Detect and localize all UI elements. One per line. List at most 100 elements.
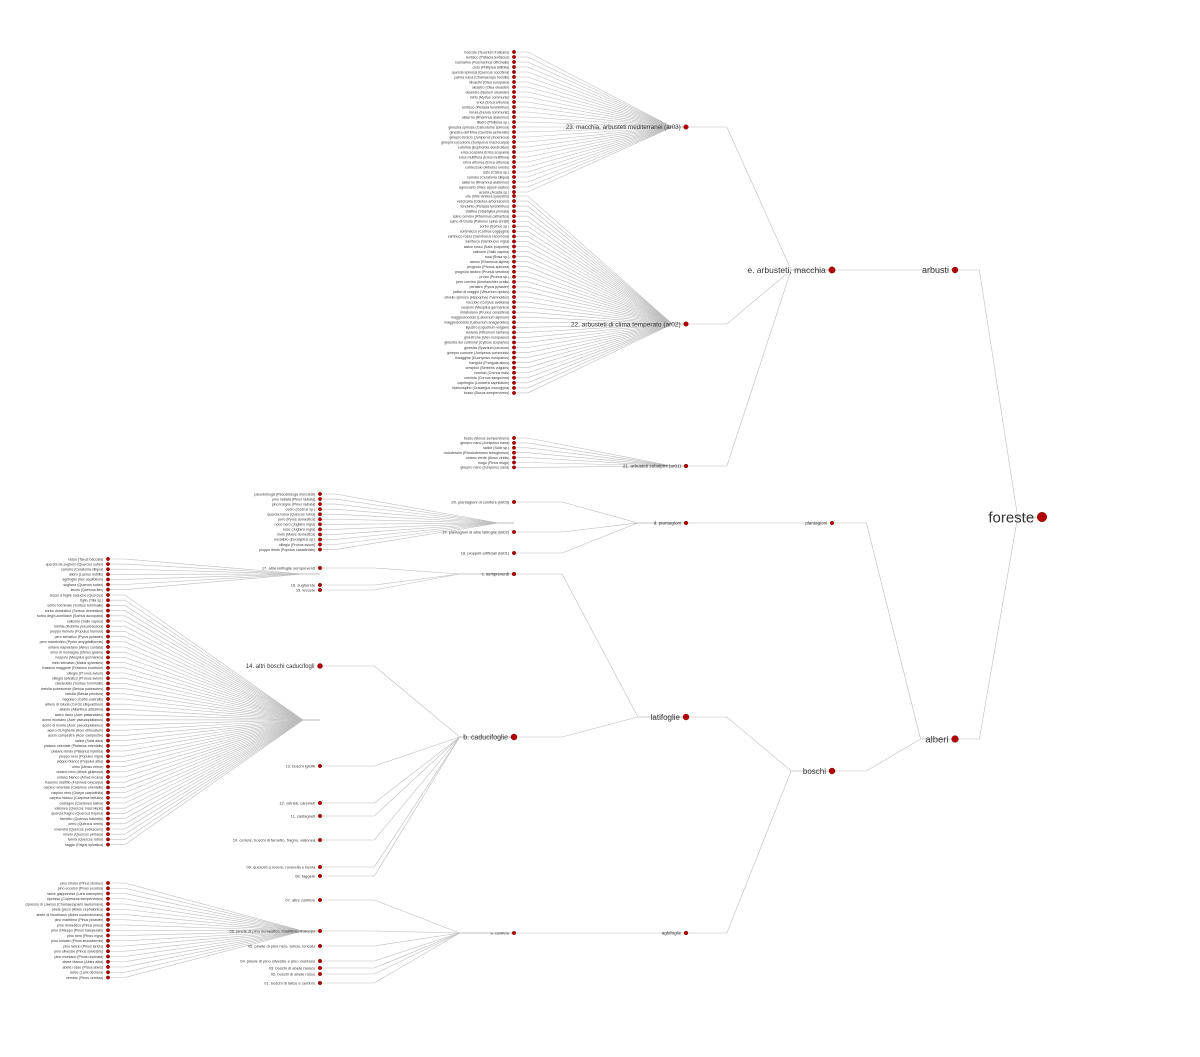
node-piantagioni-eucalipto-eucalyptus-sp [318,537,322,542]
node-aghifoglie [683,930,689,936]
node-temperato-frangola-frangula-alnus [512,360,516,365]
link-caducifoglie-1 [108,599,320,721]
node-conifere-cipresso-di-lawson-chamaecyparis-lawsoni [106,902,110,906]
label-temperato-prugnolo-prunus-spinosa: prugnolo (Prunus spinosa) [467,265,509,269]
node-caducifoglie-betulla-pubescente-betula-pubescens [106,686,110,691]
label-macchia-rosmarino-rosmarinus-officinalis: rosmarino (Rosmarinus officinalis) [455,60,509,64]
node-temperato-sommacco-cotinus-coggygria [512,229,516,234]
label-temperato-biancospino-crataegus-monogyna: biancospino (Crataegus monogyna) [452,386,509,390]
node-temperato-nespolo-mespilus-germanica [512,305,516,309]
link-conif-2 [320,932,514,947]
node-caducifoglie-betulla-betula-pendula [106,691,110,696]
link-arbusteti-subalpini [686,269,832,467]
label-sempreverdi-quercia-da-sughero-quercus-suber: quercia da sughero (Quercus suber) [46,562,104,566]
node-caducifoglie-robinia-robinia-pseudoacacia [106,624,110,629]
label-temperato-maggiociondolo-laburnum-anagyroides: maggiociondolo (Laburnum anagyroides) [444,321,509,325]
label-macchia-corbezzolo-arbutus-unedo: corbezzolo (Arbutus unedo) [465,165,509,169]
label-caducifoglie-castagno-castanea-sativa: castagno (Castanea sativa) [60,801,104,805]
link-arbusteti-temperato [686,269,832,325]
link-caducifoglie-9 [108,641,320,721]
node-macchia-corbezzolo-arbutus-unedo [512,165,516,169]
label-root: foreste [988,509,1034,526]
label-temperato-sambuco-rosso-sambucus-racemosa: sambuco rosso (Sambucus racemosa) [448,235,510,239]
node-macchia-rosmarino-rosmarinus-officinalis [512,60,516,64]
node-conifere-larice-larix-decidua [106,970,110,975]
node-macchia-carrubo-ceratonia-siliqua [512,175,516,179]
label-caducifoglie-pero-selvatico-pyrus-pyraster: pero selvatico (Pyrus pyraster) [55,635,104,639]
label-caducifoglie-albero-di-giuda-cercis-siliquastrum: albero di Giuda (Cercis siliquastrum) [45,702,103,706]
label-macchia-oleastro-olea-oleaster: oleastro (Olea oleaster) [472,85,510,89]
label-temperato-olivello-spinoso-hippophae-rhamnoides: olivello spinoso (Hippophae rhamnoides) [444,295,509,299]
node-subalpini-mugo-pinus-mugo [512,460,516,465]
link-temperato-3 [514,210,686,325]
label-caducifoglie-faggio-fagus-sylvatica: faggio (Fagus sylvatica) [65,843,103,847]
label-caducifoglie-carpino-bianco-carpinus-betulus: carpino bianco (Carpinus betulus) [50,796,104,800]
node-macchia-boscolo-teucrium-fruticans [512,50,516,54]
node-caducifoglie-carpino-nero-ostrya-carpinifolia [106,790,110,795]
node-conifere-pino-loricato-pinus-leucodermis [106,938,110,943]
node-caducifoglie-faggio-fagus-sylvatica [106,842,110,847]
node-temperato-crespino-berberis-vulgaris [512,365,516,370]
node-macchia-alaterno-rhamnus-alaternus [512,115,516,119]
link-temperato-9 [514,241,686,325]
node-l4-02-boschi-di-abete-rosso [318,972,323,977]
node-conifere-pino-nero-pinus-nigra [106,933,110,938]
node-l4-11-castagneti [318,814,323,819]
node-sempreverdi-quercia-da-sughero-quercus-suber [106,562,110,566]
node-caducifoglie-ontano-napoletano-alnus-cordata [106,645,110,649]
link-caducifoglie-39 [108,719,320,799]
node-conifere-larice-giapponese-larix-kaempferi [106,891,110,896]
node-conifere-pino-laricio-pinus-laricio [106,944,110,948]
node-caducifoglie-acero-campestre-acer-campestre [106,733,110,738]
node-conifere-abete-rosso-picea-abies [106,965,110,969]
label-caducifoglie-acero-d-ungheria-acer-obtusatum: acero d'Ungheria (Acer obtusatum) [47,728,103,732]
link-temperato-8 [514,236,686,325]
node-macchia-palma-nana-chamaerops-humilis [512,75,516,79]
label-piantagioni-melo-malus-domestica: melo (Malus domestica) [277,533,315,537]
label-macchia-boscolo-teucrium-fruticans: boscolo (Teucrium fruticans) [464,50,509,54]
node-conifere-abete-greco-abies-cephalonica [106,907,110,912]
label-caducifoglie-robinia-robinia-pseudoacacia: robinia (Robinia pseudoacacia) [54,624,104,628]
node-macchia-ginestra-spinosa-calicotome-spinosa [512,125,516,129]
node-macchia-ginestra-dell-etna-genista-aetnensis [512,130,516,134]
label-sempreverdi-tasso-taxus-baccata: tasso (Taxus baccata) [68,557,103,561]
node-piantagioni-cedro-cedrus-sp [318,507,322,512]
label-sempreverdi-leccio-quercus-ilex: leccio (Quercus ilex) [71,588,104,592]
link-temperato-0 [514,195,686,325]
node-latifoglie [682,713,690,721]
label-subalpini-ginepro-nano-juniperus-nana: ginepro nano (Juniperus nana) [460,466,509,470]
label-caducifoglie-tiglio-tilia-sp: tiglio (Tilia sp.) [80,598,103,602]
label-conifere-cipresso-cupressus-sempervirens: cipresso (Cupressus sempervirens) [47,897,104,901]
link-macchia-0 [514,51,686,128]
label-caducifoglie-farnetto-quercus-frainetto: farnetto (Quercus frainetto) [60,817,103,821]
node-caducifoglie-acero-d-ungheria-acer-obtusatum [106,728,110,733]
node-temperato-pruno-prunus-sp [512,274,516,279]
label-piantagioni-pero-pyrus-domestica: pero (Pyrus domestica) [278,518,315,522]
link-latifoglie-sempre [514,573,686,718]
label-caducifoglie-ciliegio-prunus-avium: ciliegio (Prunus avium) [67,671,103,675]
node-boschi [828,767,836,775]
label-sempreverdi-carrubo-ceratonia-siliqua: carrubo (Ceratonia siliqua) [61,567,103,571]
node-subalpini-rododendro-rhododendron-ferrugineum [512,450,516,455]
link-temperato-38 [514,323,686,389]
node-macchia-acacia-acacia-sp [512,190,516,194]
node-caducifoglie-frassino-ossifillo-fraxinus-oxycarpa [106,780,110,785]
node-caducifoglie-sorbo-domestico-sorbus-domestica [106,608,110,613]
label-temperato-pero-corvino-amelanchier-ovalis: pero corvino (Amelanchier ovalis) [456,280,509,284]
node-conifere-cipresso-cupressus-sempervirens [106,896,110,901]
label-macchia-ferula-ferula-communis: ferula (Ferula communis) [469,110,509,114]
node-temperato-maggiociondolo-laburnum-alpinum [512,315,516,320]
label-temperato-lantana-viburnum-lantana: lantana (Viburnum lantana) [466,331,509,335]
node-macchia-lentisco-pistacia-lentiscus [512,55,516,59]
label-piantagioni-ciliegio-prunus-avium: ciliegio (Prunus avium) [279,543,315,547]
label-l4-12-ostrieti-carpineti: 12. ostrieti, carpineti [279,800,315,805]
label-temperato-ginestra-dei-carbonai-cytisus-scoparius: ginestra dei carbonai (Cytisus scoparius… [444,341,509,345]
node-l4-01-boschi-di-larice-e-cembro [318,981,323,986]
link-caduc-4 [320,736,514,841]
label-caducifoglie-betulla-betula-pendula: betulla (Betula pendula) [65,692,103,696]
link-macchia-23 [514,126,686,168]
label-c-sempreverdi: c. sempreverdi [482,571,510,576]
link-latifoglie-caduc [514,716,686,738]
node-caducifoglie-quercia-fragno-quercus-trojana [106,811,110,816]
label-piantagioni-noce-juglans-regia: noce (Juglans regia) [283,528,316,532]
